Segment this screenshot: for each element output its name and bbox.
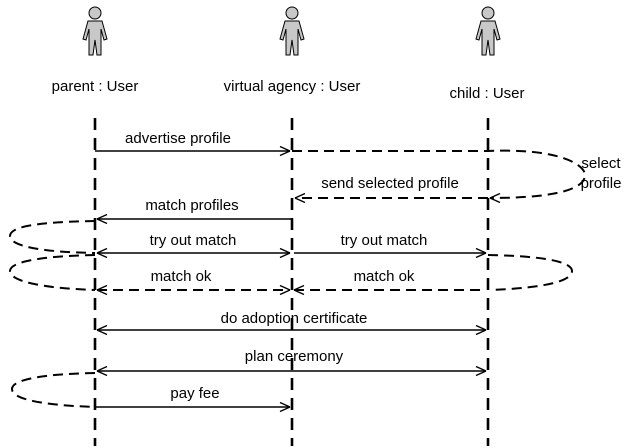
message-label: match ok — [151, 268, 212, 285]
self-message-select-profile: select profile — [292, 149, 622, 204]
self-loop-parent-2 — [8, 254, 96, 291]
message-send-selected-profile: send selected profile — [294, 175, 488, 204]
message-label: pay fee — [170, 385, 219, 402]
message-label: try out match — [150, 232, 237, 249]
message-match-ok-left: match ok — [96, 268, 291, 296]
message-match-profiles: match profiles — [96, 197, 292, 225]
message-label: plan ceremony — [245, 348, 344, 365]
message-match-ok-right: match ok — [293, 268, 486, 296]
actor-parent-label: parent : User — [52, 78, 139, 95]
message-advertise-profile: advertise profile — [95, 130, 291, 157]
message-try-out-match-right: try out match — [294, 232, 487, 259]
message-label: try out match — [341, 232, 428, 249]
actor-child-label: child : User — [449, 85, 524, 102]
note-select: select — [581, 155, 621, 172]
message-label: do adoption certificate — [221, 310, 368, 327]
self-loop-child — [487, 254, 574, 291]
message-try-out-match-left: try out match — [96, 232, 291, 259]
message-plan-ceremony: plan ceremony — [96, 348, 487, 377]
note-profile: profile — [581, 175, 622, 192]
message-pay-fee: pay fee — [95, 385, 291, 413]
actor-virtual-agency-label: virtual agency : User — [224, 78, 361, 95]
user-icon — [475, 6, 501, 56]
actor-child: child : User — [449, 6, 525, 102]
user-icon — [279, 6, 305, 56]
self-loop-parent-1 — [8, 220, 96, 254]
user-icon — [82, 6, 108, 56]
message-do-adoption-certificate: do adoption certificate — [96, 310, 487, 336]
actor-parent: parent : User — [52, 6, 139, 95]
message-label: advertise profile — [125, 130, 231, 147]
message-label: send selected profile — [321, 175, 459, 192]
actor-virtual-agency: virtual agency : User — [224, 6, 361, 95]
self-loop-parent-3 — [10, 372, 96, 408]
message-label: match ok — [354, 268, 415, 285]
message-label: match profiles — [145, 197, 238, 214]
